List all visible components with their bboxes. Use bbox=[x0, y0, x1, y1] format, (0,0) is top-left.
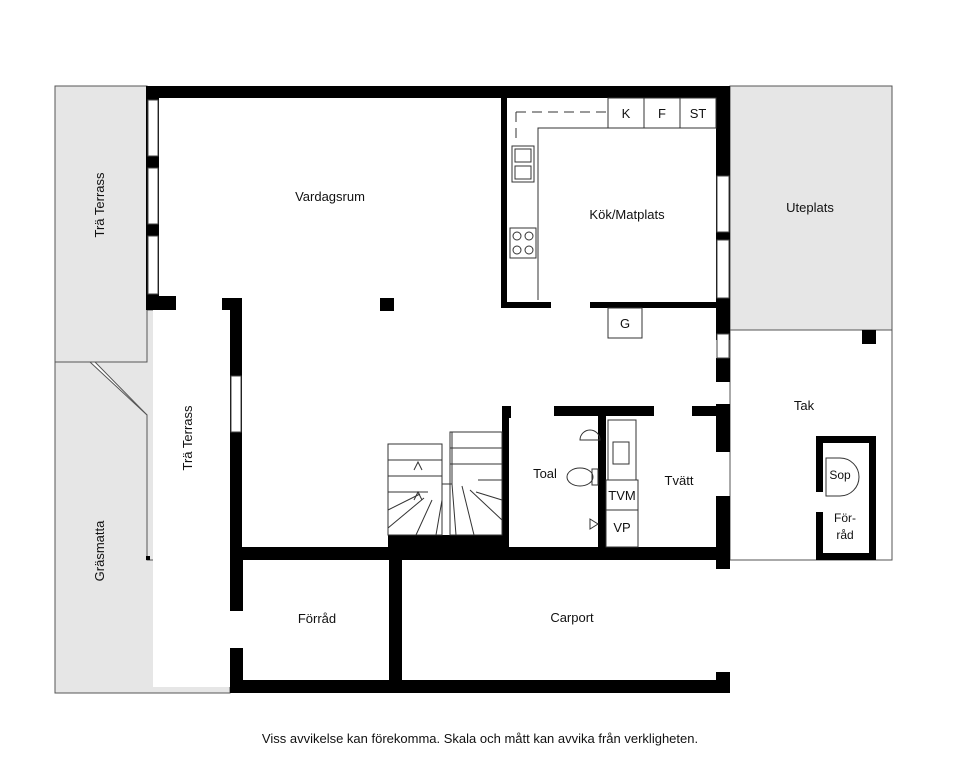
burner bbox=[512, 245, 522, 255]
label-forrad-small-2: råd bbox=[836, 528, 853, 542]
washbasin bbox=[579, 429, 601, 441]
label-forrad-small-1: För- bbox=[834, 511, 856, 525]
label-tvm: TVM bbox=[608, 488, 635, 503]
wall bbox=[716, 358, 730, 382]
label-grasmatta: Gräsmatta bbox=[92, 520, 107, 581]
appliance-box-st bbox=[679, 97, 717, 129]
label-kok: Kök/Matplats bbox=[589, 207, 665, 222]
counter-edge bbox=[537, 127, 608, 300]
wall bbox=[230, 547, 243, 611]
stair-step bbox=[469, 489, 503, 521]
appliance-box-g bbox=[607, 307, 643, 339]
wall bbox=[869, 436, 876, 560]
laundry-sink-bowl bbox=[612, 441, 630, 465]
label-vardagsrum: Vardagsrum bbox=[295, 189, 365, 204]
house-floor bbox=[153, 92, 723, 687]
sop-bin bbox=[825, 457, 860, 497]
wall bbox=[230, 680, 730, 693]
wall bbox=[716, 547, 730, 569]
laundry-fittings bbox=[605, 419, 639, 548]
window bbox=[147, 235, 159, 295]
column bbox=[380, 298, 394, 311]
wall bbox=[716, 672, 730, 693]
burner bbox=[512, 231, 522, 241]
column bbox=[862, 330, 876, 344]
sink-bowl bbox=[514, 165, 532, 180]
wall bbox=[692, 406, 730, 416]
label-sop: Sop bbox=[829, 468, 851, 482]
label-tra-terrass-upper: Trä Terrass bbox=[92, 172, 107, 238]
disclaimer-text: Viss avvikelse kan förekomma. Skala och … bbox=[261, 731, 699, 746]
wall bbox=[146, 86, 730, 98]
drain-marker bbox=[589, 518, 599, 530]
stair-arrow bbox=[413, 460, 423, 471]
wall bbox=[816, 553, 876, 560]
label-vp: VP bbox=[613, 520, 630, 535]
appliance-box-vp bbox=[605, 509, 639, 548]
sop-structure bbox=[816, 436, 876, 560]
label-k: K bbox=[622, 106, 631, 121]
label-carport: Carport bbox=[550, 610, 594, 625]
appliance-labels: K F ST G TVM VP bbox=[608, 106, 706, 535]
wall bbox=[389, 560, 402, 680]
sink bbox=[511, 145, 535, 183]
window bbox=[716, 239, 730, 299]
window bbox=[230, 375, 242, 433]
stair-step bbox=[451, 483, 457, 536]
stair-step bbox=[435, 499, 443, 536]
label-uteplats: Uteplats bbox=[786, 200, 834, 215]
stair-arrow bbox=[413, 490, 423, 501]
entry-marker bbox=[146, 556, 150, 560]
burner bbox=[524, 231, 534, 241]
label-tvatt: Tvätt bbox=[665, 473, 694, 488]
label-g: G bbox=[620, 316, 630, 331]
bathroom-fittings bbox=[566, 429, 601, 530]
wall bbox=[146, 296, 176, 310]
sink-bowl bbox=[514, 148, 532, 163]
label-forrad: Förråd bbox=[298, 611, 336, 626]
windows bbox=[147, 99, 730, 433]
label-st: ST bbox=[690, 106, 707, 121]
window bbox=[716, 175, 730, 233]
label-tak: Tak bbox=[794, 398, 815, 413]
label-toal: Toal bbox=[533, 466, 557, 481]
wall bbox=[816, 436, 823, 492]
stove bbox=[509, 227, 537, 259]
wall bbox=[501, 302, 551, 308]
toilet-bowl bbox=[566, 467, 594, 487]
burner bbox=[524, 245, 534, 255]
label-f: F bbox=[658, 106, 666, 121]
window bbox=[147, 167, 159, 225]
wall bbox=[502, 406, 509, 556]
kitchen-fittings bbox=[509, 97, 717, 339]
room-labels: Vardagsrum Kök/Matplats Uteplats Tak Toa… bbox=[92, 172, 856, 626]
wall bbox=[388, 535, 506, 560]
toilet-tank bbox=[591, 468, 599, 486]
window bbox=[147, 99, 159, 157]
wall bbox=[590, 302, 720, 308]
stair-step bbox=[387, 497, 425, 529]
stair-step bbox=[475, 491, 503, 501]
door-marks bbox=[146, 556, 150, 560]
stair-frame bbox=[387, 443, 443, 536]
wall bbox=[816, 436, 876, 443]
wall bbox=[501, 98, 507, 308]
tra-terrass-upper-area bbox=[54, 85, 148, 363]
wall bbox=[598, 406, 606, 556]
window bbox=[716, 333, 730, 359]
staircase bbox=[387, 431, 503, 536]
stair-center bbox=[441, 432, 453, 485]
uteplats-area bbox=[729, 85, 893, 331]
tak-area bbox=[729, 329, 893, 561]
stair-step bbox=[387, 493, 421, 511]
stair-step bbox=[415, 499, 433, 536]
label-tra-terrass-lower: Trä Terrass bbox=[180, 405, 195, 471]
stair-step bbox=[461, 485, 475, 536]
wall bbox=[816, 512, 823, 560]
